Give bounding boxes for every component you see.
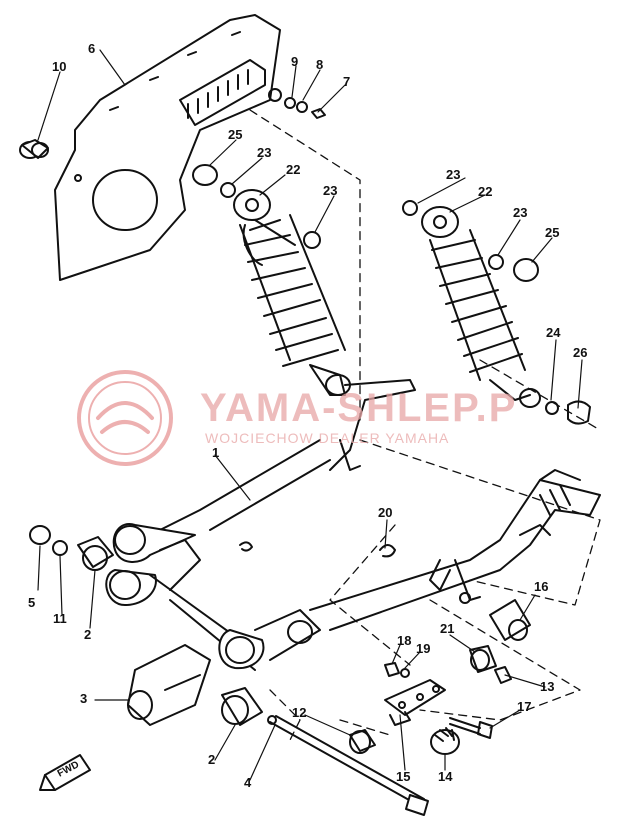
collar-part-10 xyxy=(19,139,49,159)
callout-23: 23 xyxy=(446,167,461,182)
callout-12: 12 xyxy=(292,705,307,720)
left-shock-absorber xyxy=(192,164,351,396)
bushing-part-16 xyxy=(489,599,531,641)
callout-9: 9 xyxy=(291,54,299,69)
right-hardware-group xyxy=(384,645,512,726)
pivot-hardware-left xyxy=(29,525,114,571)
watermark-subtitle: WOJCIECHOW DEALER YAMAHA xyxy=(205,430,450,446)
chain-guide-part-3 xyxy=(127,644,211,726)
callout-8: 8 xyxy=(316,57,324,72)
callout-17: 17 xyxy=(517,699,532,714)
callout-25: 25 xyxy=(228,127,243,142)
callout-18: 18 xyxy=(397,633,412,648)
callout-13: 13 xyxy=(540,679,555,694)
callout-19: 19 xyxy=(416,641,431,656)
callout-11: 11 xyxy=(53,611,67,626)
watermark-title: YAMA-SHLEP.P xyxy=(200,386,518,430)
callout-4: 4 xyxy=(244,775,252,790)
watermark-logo xyxy=(77,370,173,466)
spacer-part-12 xyxy=(349,729,376,754)
callout-22: 22 xyxy=(478,184,493,199)
callout-23: 23 xyxy=(513,205,528,220)
swing-arm-frame-part-1 xyxy=(105,379,601,671)
callout-7: 7 xyxy=(343,74,351,89)
callout-26: 26 xyxy=(573,345,588,360)
callout-23: 23 xyxy=(257,145,272,160)
callout-5: 5 xyxy=(28,595,36,610)
adjuster-part-14 xyxy=(430,727,460,755)
clip-part-20 xyxy=(239,541,396,558)
leader-lines xyxy=(37,49,583,781)
callout-10: 10 xyxy=(52,59,67,74)
callout-2: 2 xyxy=(208,752,216,767)
right-shock-absorber xyxy=(402,200,591,425)
callout-1: 1 xyxy=(212,445,220,460)
bracket-plate-part-6 xyxy=(54,14,282,281)
callout-16: 16 xyxy=(534,579,549,594)
fwd-arrow-icon xyxy=(39,754,91,791)
callout-14: 14 xyxy=(438,769,453,784)
callout-25: 25 xyxy=(545,225,560,240)
callout-6: 6 xyxy=(88,41,96,56)
callout-21: 21 xyxy=(440,621,455,636)
callout-15: 15 xyxy=(396,769,411,784)
callout-22: 22 xyxy=(286,162,301,177)
callout-20: 20 xyxy=(378,505,393,520)
pivot-bolt-part-4 xyxy=(267,715,429,816)
callout-3: 3 xyxy=(80,691,88,706)
lower-collar-part-2 xyxy=(221,687,263,726)
callout-23: 23 xyxy=(323,183,338,198)
nut-washers-parts-7-8-9 xyxy=(284,97,326,119)
callout-2: 2 xyxy=(84,627,92,642)
bolt-part-17 xyxy=(449,717,493,739)
callout-24: 24 xyxy=(546,325,561,340)
